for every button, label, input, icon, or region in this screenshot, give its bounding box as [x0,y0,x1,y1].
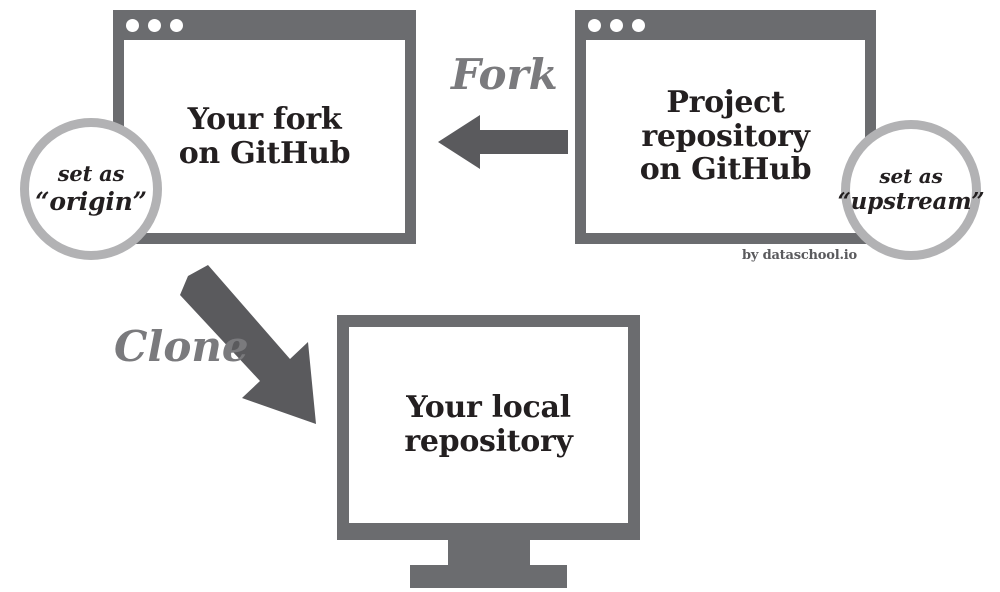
clone-arrow-shape [180,265,316,424]
node-local-repository-line1: Your local [406,390,571,426]
badge-upstream-line2: “upstream” [837,188,985,216]
badge-upstream-line1: set as [879,163,943,188]
fork-arrow-shape [438,115,568,169]
node-your-fork-window: Your fork on GitHub [113,10,416,244]
edge-clone-arrow [180,265,316,424]
edge-clone-label: Clone [114,322,249,371]
window-dot-icon [170,18,183,32]
node-your-fork-line1: Your fork [187,101,342,137]
window-dot-icon [610,18,623,32]
window-dot-icon [148,18,161,32]
window-titlebar [575,10,876,40]
node-your-fork-line2: on GitHub [178,135,351,171]
node-project-repository-window: Project repository on GitHub [575,10,876,244]
monitor-neck [448,540,530,565]
badge-origin-line1: set as [57,160,125,186]
badge-origin: set as “origin” [20,118,162,260]
node-project-repository-line1: Project [666,85,785,121]
window-titlebar [113,10,416,40]
window-dot-icon [126,18,139,32]
monitor-base [410,565,567,588]
badge-upstream: set as “upstream” [838,120,985,260]
window-dot-icon [588,18,601,32]
window-dot-icon [632,18,645,32]
window-screen-area: Project repository on GitHub [586,40,865,233]
window-screen-area: Your fork on GitHub [124,40,405,233]
node-project-repository-line2: repository [641,118,810,154]
node-local-repository-line2: repository [404,424,573,459]
node-project-repository-line3: on GitHub [639,152,812,188]
badge-origin-line2: “origin” [35,186,147,216]
attribution-text: by dataschool.io [742,248,858,263]
edge-fork-arrow [438,115,568,169]
edge-fork-label: Fork [451,50,558,99]
node-local-repository-monitor: Your local repository [337,315,640,540]
monitor-screen-area: Your local repository [349,327,628,523]
